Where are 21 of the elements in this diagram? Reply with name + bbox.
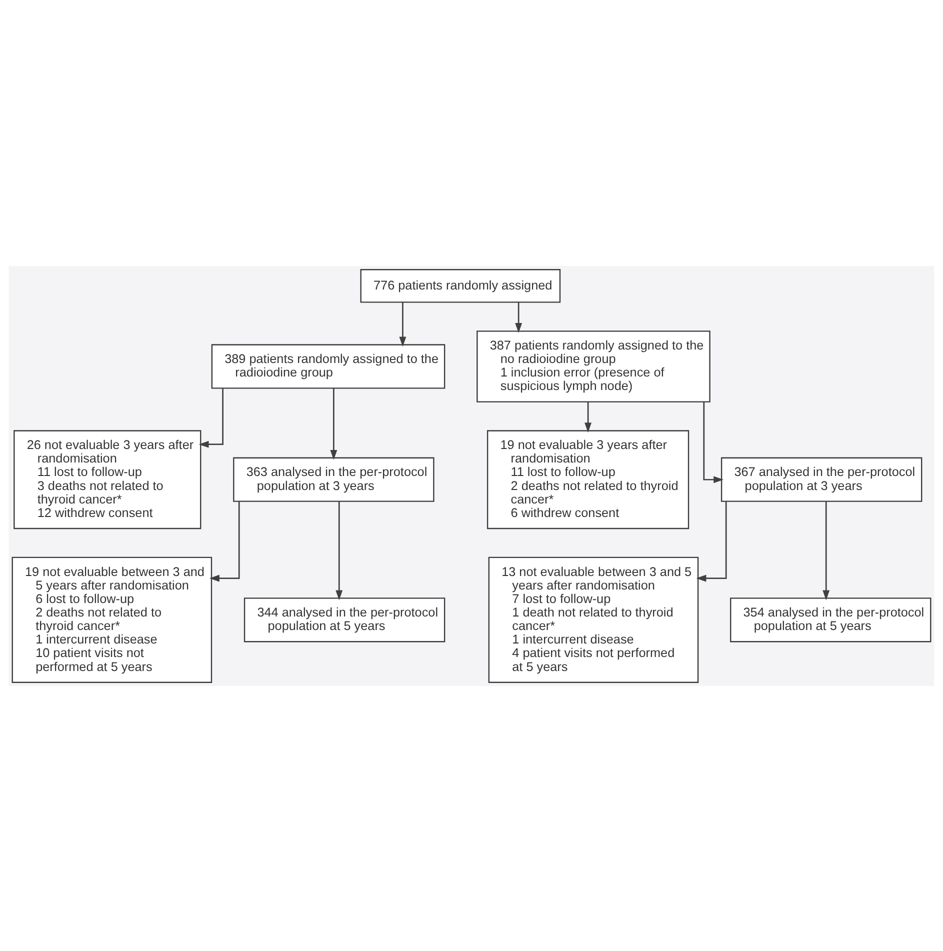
arrow [696,501,727,582]
node-box: 387 patients randomly assigned to the no radioiodine group 1 inclusion error (presence of suspicious lymph node) [476,330,710,402]
node-box: 776 patients randomly assigned [360,268,561,302]
arrow [703,401,724,483]
node-box: 344 analysed in the per-protocol population at 5 years [244,597,446,642]
node-box: 19 not evaluable between 3 and 5 years after randomisation 6 lost to follow-up 2 deaths not related to thyroid cancer* 1 intercurrent disease 10 patient visits not performed at 5 years [12,556,212,682]
arrow [515,302,522,332]
arrow [399,302,406,346]
node-box: 389 patients randomly assigned to the radioiodine group [211,344,446,388]
arrow [209,501,240,582]
arrow [584,401,592,432]
arrow [198,388,224,448]
node-box: 354 analysed in the per-protocol population at 5 years [730,597,932,642]
arrow [822,501,830,600]
node-box: 19 not evaluable 3 years after randomisation 11 lost to follow-up 2 deaths not related to thyroid cancer* 6 withdrew consent [486,430,690,529]
node-box: 26 not evaluable 3 years after randomisation 11 lost to follow-up 3 deaths not related to thyroid cancer* 12 withdrew consent [14,430,202,529]
node-box: 363 analysed in the per-protocol population at 3 years [233,456,434,502]
node-box: 13 not evaluable between 3 and 5 years after randomisation 7 lost to follow-up 1 death not related to thyroid cancer* 1 intercurrent disease 4 patient visits not performed at 5 years [488,556,699,682]
arrow [330,388,338,460]
node-box: 367 analysed in the per-protocol population at 3 years [720,456,922,502]
arrow [336,501,343,600]
